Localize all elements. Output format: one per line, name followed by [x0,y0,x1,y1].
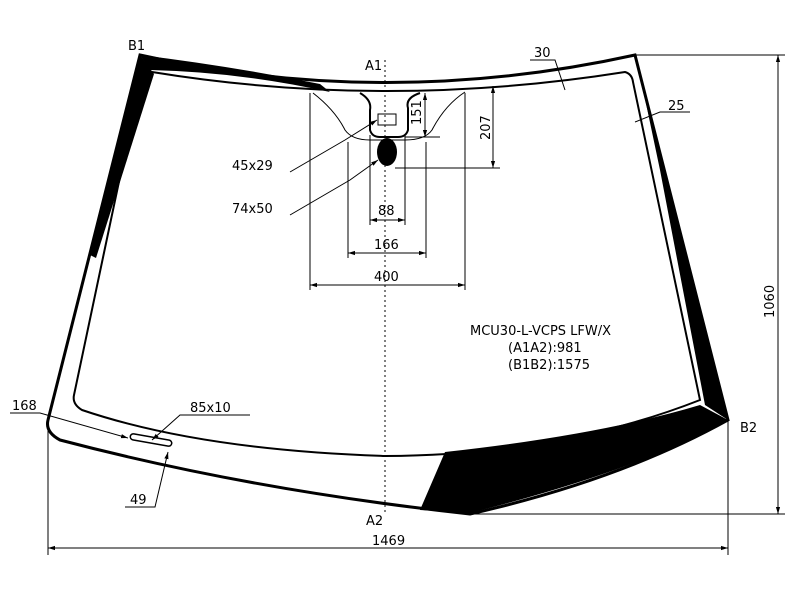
label-a1: A1 [365,59,382,74]
part-code: MCU30-L-VCPS LFW/X [470,324,611,339]
dim-sensor-width: 88 [378,204,395,219]
callout-sensor-window: 45x29 [232,159,273,174]
dim-slot-from-edge: 49 [130,493,147,508]
label-b2: B2 [740,421,757,436]
sensor-window [377,113,397,126]
dim-top-border: 30 [534,46,551,61]
part-a1a2: (A1A2):981 [508,341,582,356]
glass-outer-edge [46,53,730,516]
label-b1: B1 [128,39,145,54]
slot [129,433,173,447]
label-a2: A2 [366,514,383,529]
sensor-zone [309,60,500,515]
dim-zone-inner-width: 166 [374,238,399,253]
dim-side-border: 25 [668,99,685,114]
part-b1b2: (B1B2):1575 [508,358,590,373]
dim-zone-outer-width: 400 [374,270,399,285]
dim-overall-width: 1469 [372,534,405,549]
glass-inner-edge [72,70,702,458]
dim-slot-offset: 168 [12,399,37,414]
dimension-lines [10,54,785,555]
dim-zone-height: 207 [479,115,494,140]
callout-camera-window: 74x50 [232,202,273,217]
callout-slot: 85x10 [190,401,231,416]
dim-sensor-height: 151 [410,100,425,125]
camera-window [377,138,397,166]
dim-overall-height: 1060 [763,285,778,318]
